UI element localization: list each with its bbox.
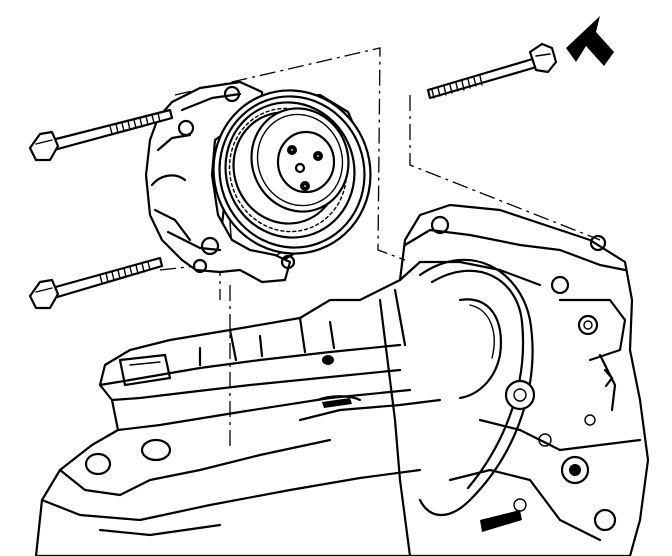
direction-arrow-icon <box>566 16 614 66</box>
pump-bolt <box>28 256 164 310</box>
engine-block <box>34 203 650 556</box>
pump-bolt <box>28 108 174 162</box>
water-pump <box>144 80 372 284</box>
pump-bolt <box>426 42 558 100</box>
